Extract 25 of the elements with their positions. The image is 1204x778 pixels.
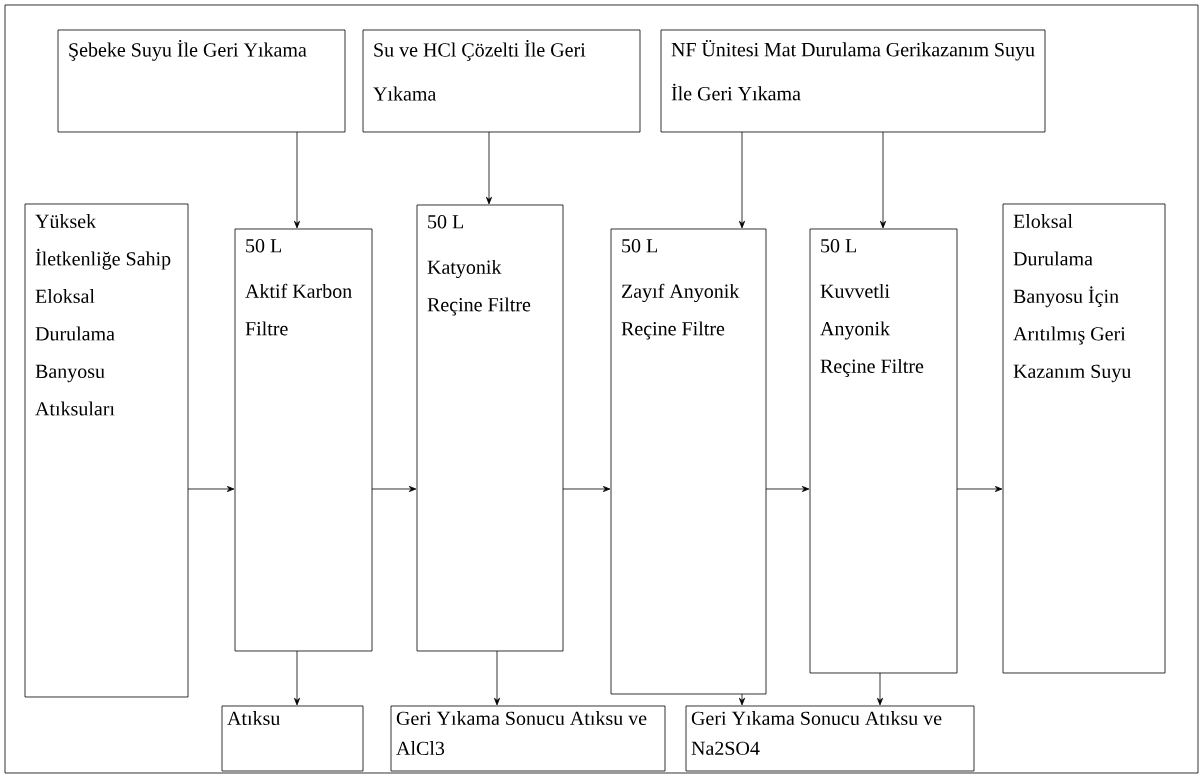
filter-box: 50 L Aktif Karbon Filtre (234, 228, 373, 652)
arrow (371, 486, 417, 492)
filter-box: 50 L Kuvvetli Anyonik Reçine Filtre (809, 228, 958, 674)
arrow (294, 650, 300, 706)
process-box: Atıksu (221, 705, 364, 772)
process-box: Eloksal Durulama Banyosu İçin Arıtılmış Geri Kazanım Suyu (1002, 203, 1166, 674)
arrow (187, 486, 235, 492)
process-box: Geri Yıkama Sonucu Atıksu ve AlCl3 (390, 705, 666, 772)
process-box: Su ve HCl Çözelti İle Geri Yıkama (362, 29, 641, 133)
process-box: Yüksek İletkenliğe Sahip Eloksal Durulama Banyosu Atıksuları (24, 203, 189, 698)
arrow (486, 131, 492, 205)
arrow (562, 486, 611, 492)
arrow (877, 672, 883, 706)
arrow (956, 486, 1003, 492)
arrow (739, 693, 745, 706)
arrow (494, 650, 500, 706)
process-box: Şebeke Suyu İle Geri Yıkama (57, 29, 346, 133)
filter-box: 50 L Zayıf Anyonik Reçine Filtre (610, 228, 767, 695)
arrow (765, 486, 810, 492)
process-box: Geri Yıkama Sonucu Atıksu ve Na2SO4 (685, 705, 975, 772)
process-box: NF Ünitesi Mat Durulama Gerikazanım Suyu İle Geri Yıkama (660, 29, 1046, 133)
arrow (880, 131, 886, 229)
arrow (294, 131, 300, 229)
arrow (739, 131, 745, 229)
filter-box: 50 L Katyonik Reçine Filtre (416, 204, 564, 652)
